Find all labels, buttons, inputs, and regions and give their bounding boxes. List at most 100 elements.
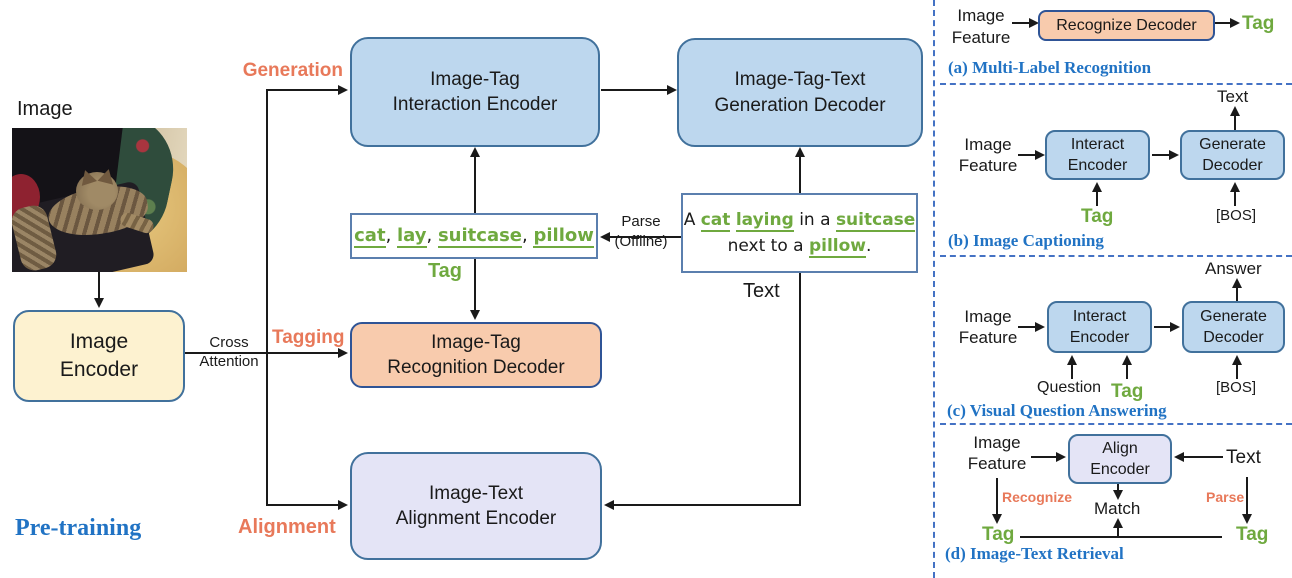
tag-word: suitcase [437,225,523,249]
alignment-encoder-box: Image-Text Alignment Encoder [350,452,602,560]
cross-attention-line2: Attention [199,353,259,370]
panel-a-caption: (a) Multi-Label Recognition [948,58,1152,77]
caption-word-tagged: laying [735,210,794,232]
panel-d-match-label: Match [1094,499,1141,518]
alignment-encoder-line2: Alignment Encoder [395,508,557,529]
arrow-textbox-to-decoder [799,155,801,193]
cat-photo [12,128,187,272]
panel-divider-a-b [940,83,1292,85]
arrowhead [1029,18,1039,28]
arrow-b-bos-to-generate [1234,190,1236,206]
line-textbox-down [799,273,801,506]
text-label: Text [743,280,780,302]
panel-divider-b-c [940,255,1292,257]
arrowhead [1092,182,1102,192]
panel-c-interact-encoder-box: Interact Encoder [1047,301,1152,353]
interaction-encoder-line2: Interaction Encoder [392,94,558,115]
arrow-c-interact-to-generate [1154,326,1170,328]
line-alignment-branch [266,504,338,506]
image-encoder-line2: Encoder [59,358,139,381]
arrowhead [1174,452,1184,462]
arrow-b-feature-to-interact [1018,154,1035,156]
arrowhead [1230,106,1240,116]
line-fork-vertical [266,89,268,506]
arrowhead [338,500,348,510]
panel-b-tag-label: Tag [1081,206,1114,227]
tag-list-box: cat, lay, suitcase, pillow [350,213,598,259]
tag-word: pillow [533,225,594,249]
arrow-c-question-to-interact [1071,363,1073,379]
arrowhead [1230,18,1240,28]
arrow-c-tag-to-interact [1126,363,1128,379]
arrow-c-feature-to-interact [1018,326,1035,328]
arrowhead [470,147,480,157]
arrowhead [1230,182,1240,192]
generation-label: Generation [242,60,343,81]
arrowhead [600,232,610,242]
align-line2: Encoder [1090,461,1150,478]
arrowhead [1242,514,1252,524]
recognition-decoder-line2: Recognition Decoder [387,357,565,378]
arrow-d-tags-to-match [1117,526,1119,537]
arrowhead [1067,355,1077,365]
panel-d-recognize-label: Recognize [1002,489,1073,505]
arrowhead [1056,452,1066,462]
panel-d-text-label: Text [1226,447,1261,468]
arrow-d-align-to-match [1117,484,1119,492]
line-interaction-to-decoder [601,89,667,91]
image-feature-line2: Feature [958,328,1018,347]
parse-line1: Parse [621,213,661,230]
panel-c-image-feature: Image Feature [958,306,1018,348]
arrowhead [470,310,480,320]
generate-line1: Generate [1199,135,1266,153]
generate-line2: Decoder [1203,329,1264,346]
arrowhead [1035,150,1045,160]
image-feature-line1: Image [973,433,1021,452]
arrow-d-text-to-tag [1246,477,1248,516]
caption-text-box: A cat laying in a suitcase next to a pil… [681,193,918,273]
caption-word: next to a [727,236,809,256]
panel-c-generate-decoder-box: Generate Decoder [1182,301,1285,353]
align-line1: Align [1102,439,1138,457]
line-tagging-branch [266,352,338,354]
caption-word: in a [793,210,836,230]
panel-d-parse-label: Parse [1206,489,1245,505]
arrow-b-tag-to-interact [1096,190,1098,206]
arrow-a-decoder-to-tag [1215,22,1230,24]
arrowhead [1232,355,1242,365]
generation-decoder-line2: Generation Decoder [714,94,886,116]
tag-label: Tag [427,260,463,282]
pretraining-label: Pre-training [15,515,142,541]
arrow-tag-to-recognition [474,259,476,312]
panel-d-tag-right-label: Tag [1236,524,1269,545]
panel-a-recognize-decoder-box: Recognize Decoder [1038,10,1215,41]
cross-attention-line1: Cross [209,334,249,351]
image-encoder-box: Image Encoder [13,310,185,402]
caption-word: . [866,236,872,256]
image-label: Image [17,98,73,120]
arrowhead [338,85,348,95]
arrowhead [1232,278,1242,288]
interact-line1: Interact [1072,307,1127,325]
panel-c-answer-label: Answer [1205,259,1262,278]
line-text-to-alignment [614,504,801,506]
alignment-label: Alignment [238,516,336,538]
arrowhead [94,298,104,308]
panel-divider-vertical [933,0,935,578]
line-generation-branch [266,89,338,91]
arrowhead [338,348,348,358]
caption-word: A [683,210,701,230]
arrowhead [1170,322,1180,332]
parse-line2: (Offline) [614,233,668,250]
panel-b-interact-encoder-box: Interact Encoder [1045,130,1150,180]
panel-c-caption: (c) Visual Question Answering [947,401,1167,420]
interaction-encoder-line1: Image-Tag [430,68,520,90]
cat-head-shape [76,172,118,210]
image-feature-line2: Feature [967,454,1027,473]
interact-line2: Encoder [1069,329,1130,346]
interact-line1: Interact [1070,135,1125,153]
tag-list: cat, lay, suitcase, pillow [354,224,594,249]
panel-d-image-feature: Image Feature [966,432,1028,474]
arrow-b-generate-to-text [1234,114,1236,130]
